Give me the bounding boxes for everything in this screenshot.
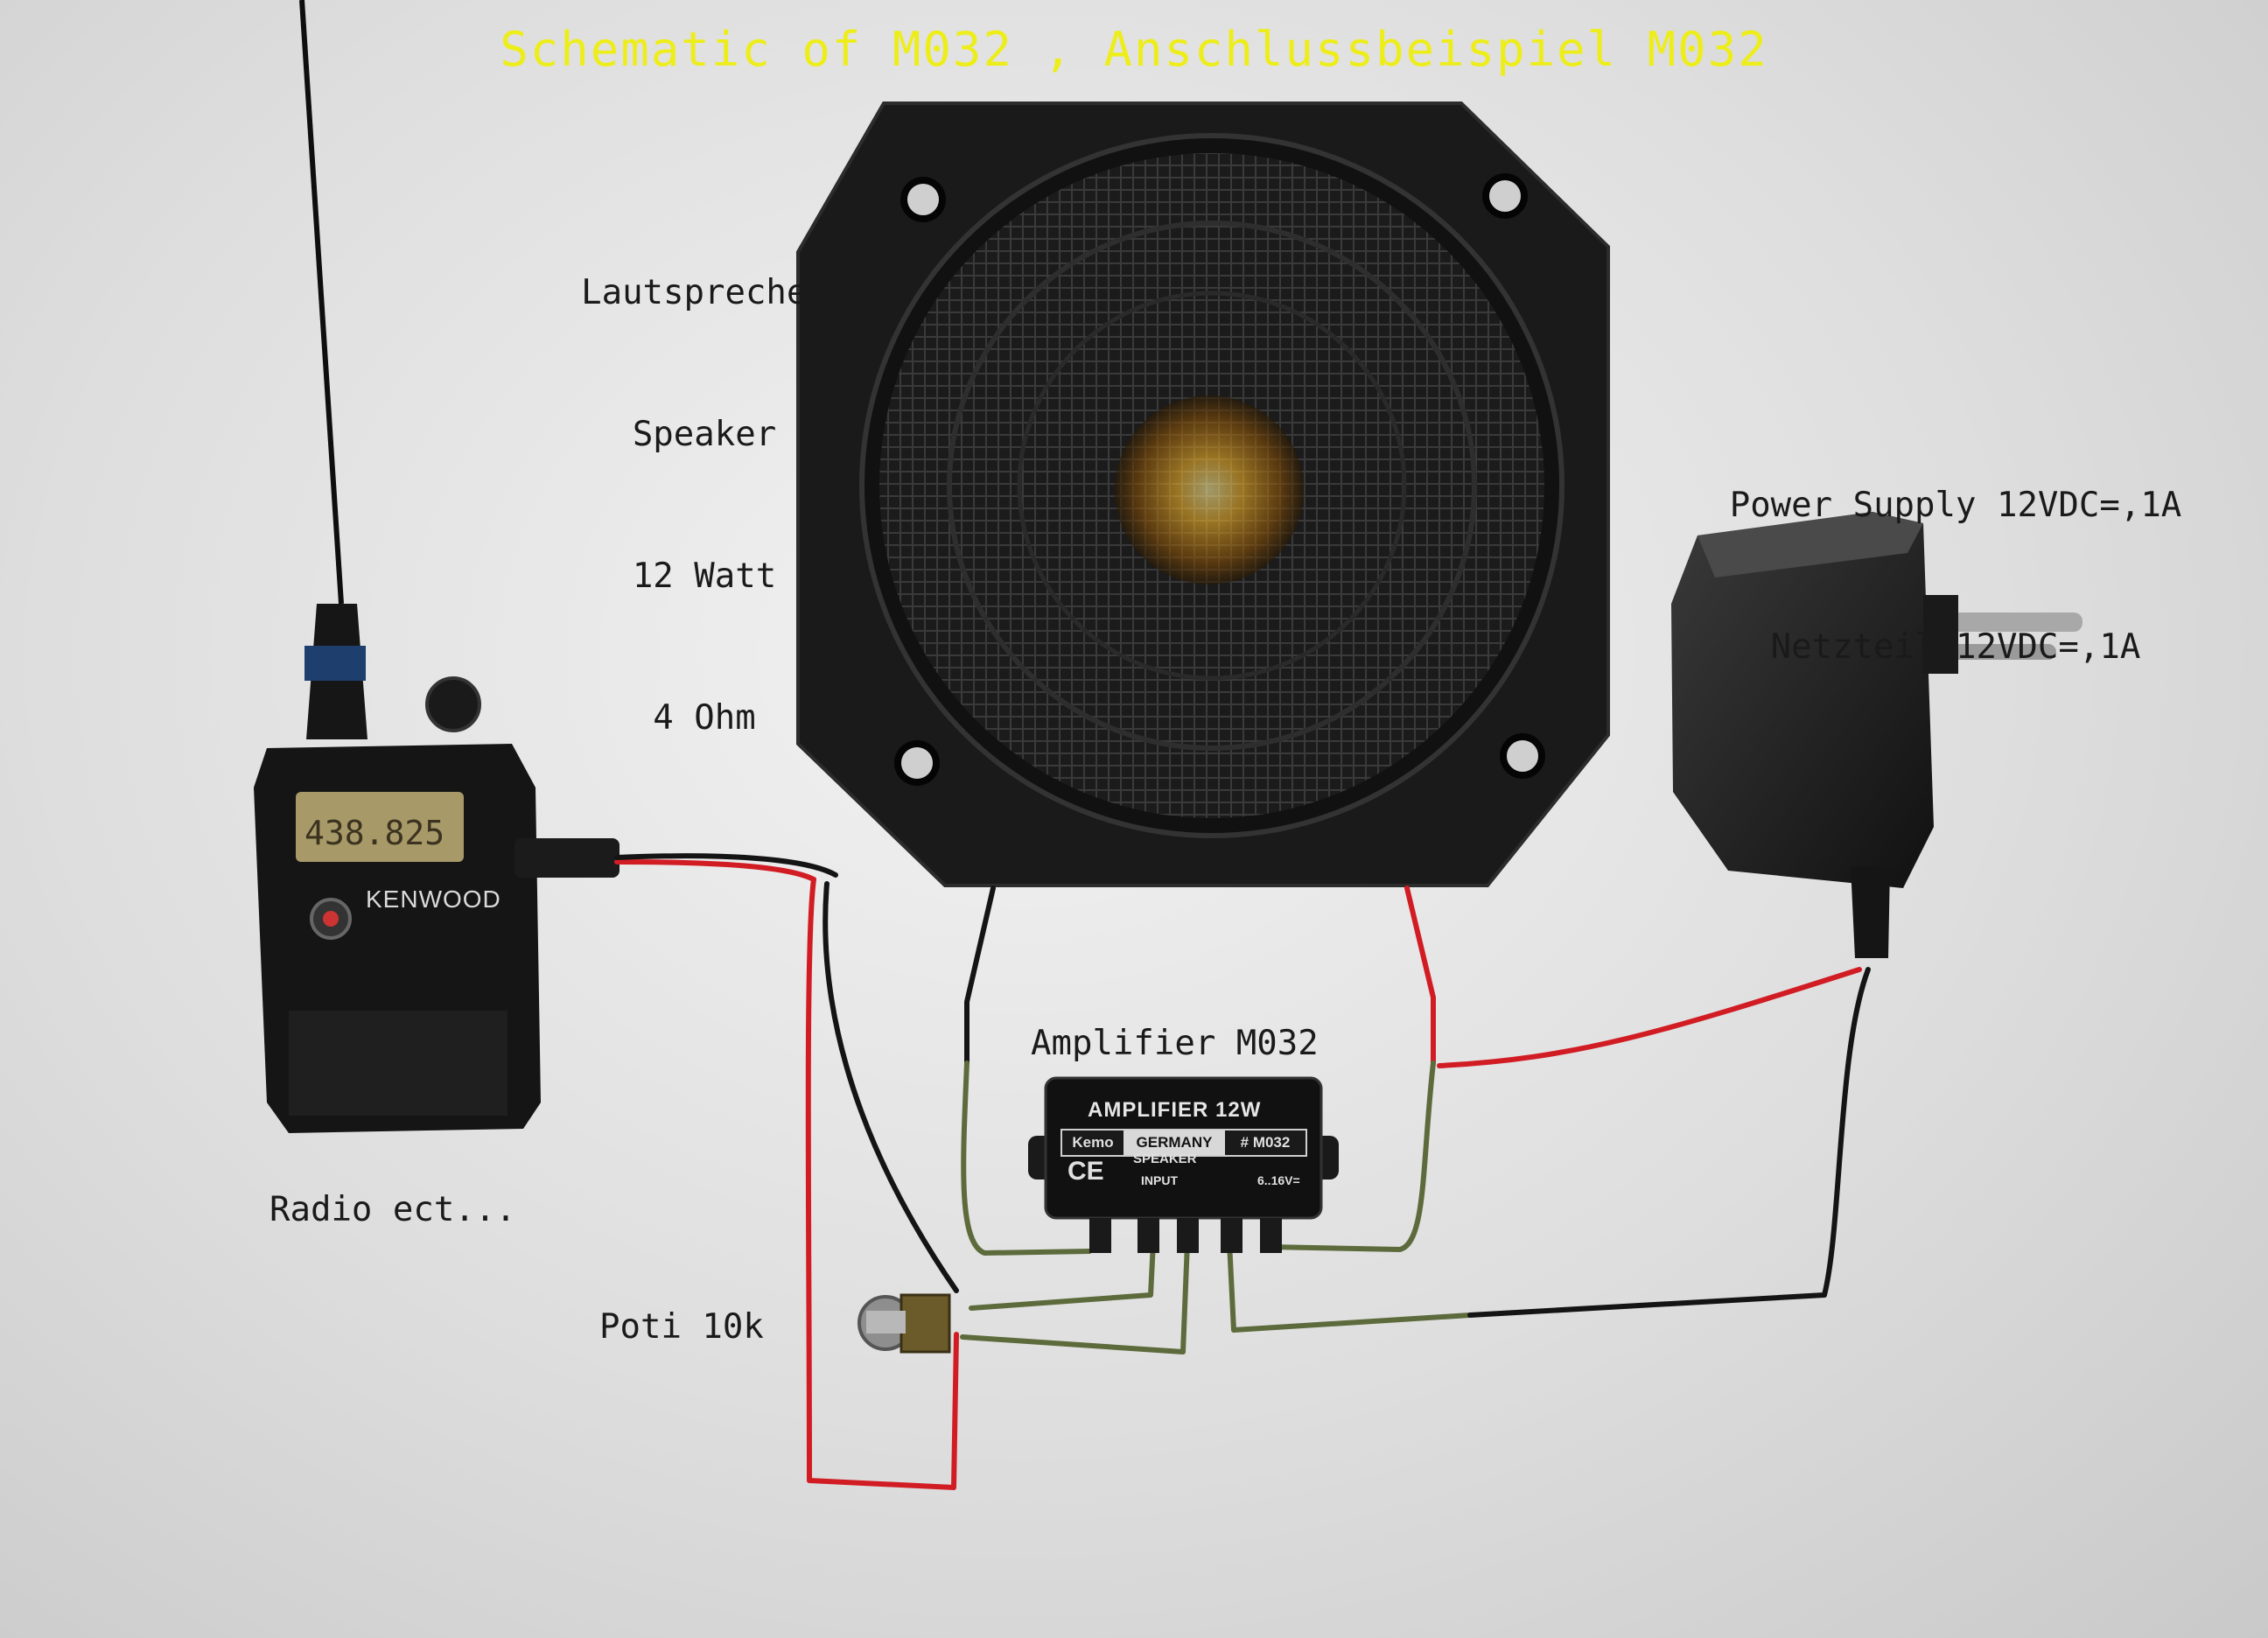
radio-display xyxy=(296,792,464,862)
speaker-mount-hole xyxy=(1500,733,1545,779)
speaker-mount-hole xyxy=(900,177,946,222)
antenna xyxy=(299,0,344,605)
amplifier-ce-mark: CE xyxy=(1068,1157,1104,1186)
radio-label: Radio ect... xyxy=(270,1190,516,1229)
amplifier-brand-row: Kemo GERMANY # M032 xyxy=(1060,1129,1307,1157)
radio-connector xyxy=(514,838,620,878)
amplifier-speaker-text: SPEAKER xyxy=(1133,1152,1197,1166)
power-supply xyxy=(1671,512,2082,958)
speaker-mount-hole xyxy=(894,740,940,786)
speaker-mount-hole xyxy=(1482,173,1528,219)
amplifier-input-text: INPUT xyxy=(1141,1173,1178,1187)
power-supply-label-line: Netzteil 12VDC=,1A xyxy=(1770,627,2141,667)
radio-display-frequency: 438.825 xyxy=(304,814,445,852)
page-title: Schematic of M032 , Anschlussbeispiel M0… xyxy=(500,22,1768,77)
radio-brand: KENWOOD xyxy=(366,886,501,913)
speaker-label: Lautsprecher Speaker 12 Watt 4 Ohm xyxy=(560,175,849,789)
amplifier-label: Amplifier M032 xyxy=(1031,1024,1319,1063)
amplifier-title: AMPLIFIER 12W xyxy=(1088,1098,1262,1122)
poti-label: Poti 10k xyxy=(599,1307,764,1347)
speaker-label-line: Speaker xyxy=(632,415,777,454)
amplifier-germany: GERMANY xyxy=(1124,1130,1225,1155)
power-supply-label: Power Supply 12VDC=,1A Netzteil 12VDC=,1… xyxy=(1689,388,2222,718)
radio-keypad xyxy=(289,1011,508,1116)
speaker-label-line: Lautsprecher xyxy=(581,273,828,312)
speaker xyxy=(796,102,1610,887)
radio-knob xyxy=(425,676,481,732)
speaker-label-line: 4 Ohm xyxy=(653,698,756,738)
wiring xyxy=(614,853,1871,1490)
amplifier-kemo: Kemo xyxy=(1062,1130,1124,1155)
potentiometer xyxy=(858,1293,951,1354)
speaker-label-line: 12 Watt xyxy=(632,556,777,596)
amplifier-model: # M032 xyxy=(1225,1130,1306,1155)
plug-prong xyxy=(1925,612,2082,632)
power-supply-label-line: Power Supply 12VDC=,1A xyxy=(1729,486,2182,525)
radio-transceiver xyxy=(254,0,620,1133)
amplifier-voltage-text: 6..16V= xyxy=(1257,1173,1300,1187)
